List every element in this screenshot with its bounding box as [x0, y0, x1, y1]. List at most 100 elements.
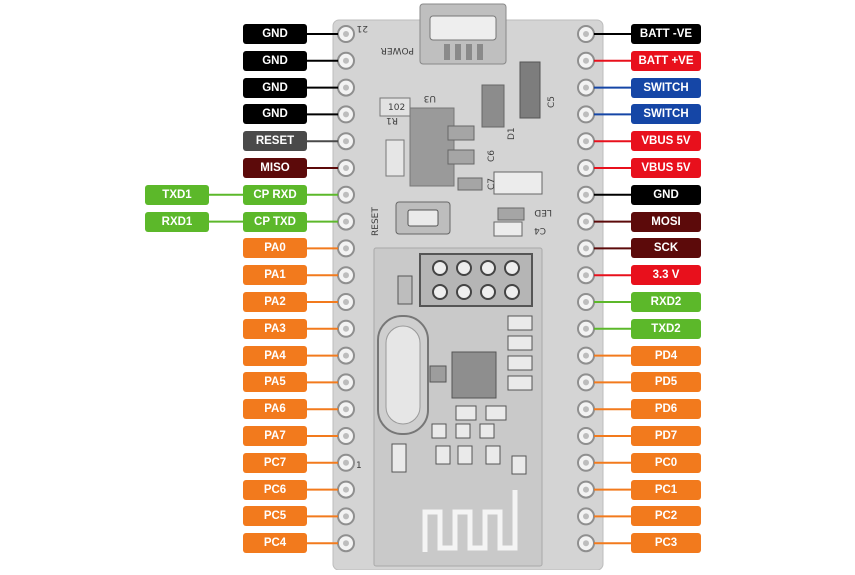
- left-pin-label: RESET: [243, 131, 307, 152]
- right-pin-label: PD6: [631, 399, 701, 420]
- diode-d1: [481, 84, 505, 128]
- pin-hole-center: [343, 352, 349, 359]
- pin-hole-center: [343, 245, 349, 252]
- left-pin-label: GND: [243, 24, 307, 44]
- pin-hole-center: [343, 138, 349, 145]
- left-pin-label: GND: [243, 77, 307, 98]
- pin-hole-center: [343, 218, 349, 225]
- right-pin-label: SWITCH: [631, 77, 701, 98]
- silk-u3: U3: [424, 93, 436, 103]
- silk-pin1: 1: [356, 461, 362, 471]
- pin-hole-center: [583, 31, 589, 37]
- header-pin: [432, 284, 448, 300]
- right-pin-label: PC2: [631, 506, 701, 527]
- silk-c4: C4: [534, 225, 546, 235]
- pin-hole-center: [343, 299, 349, 305]
- pin-hole-center: [343, 84, 349, 91]
- silk-c7: C7: [487, 178, 497, 190]
- pin-hole-center: [583, 218, 589, 225]
- pin-hole-center: [583, 486, 589, 493]
- left-pin-label: PA2: [243, 292, 307, 312]
- silk-led: LED: [534, 207, 552, 217]
- silk-reset: RESET: [371, 207, 381, 236]
- pin-hole-center: [343, 513, 349, 520]
- left-pin-label: PC7: [243, 452, 307, 473]
- header-pin: [504, 260, 520, 276]
- pin-hole-center: [583, 352, 589, 359]
- pin-hole-center: [343, 165, 349, 171]
- header-pin: [504, 284, 520, 300]
- pin-hole-center: [583, 379, 589, 386]
- pin-hole-center: [583, 84, 589, 91]
- right-pin-label: PD5: [631, 372, 701, 393]
- pin-hole-center: [343, 486, 349, 493]
- pin-hole-center: [343, 433, 349, 439]
- right-pin-label: SCK: [631, 238, 701, 259]
- pin-hole-center: [343, 191, 349, 198]
- right-pin-label: GND: [631, 184, 701, 205]
- left-pin-label: MISO: [243, 158, 307, 178]
- right-pin-label: VBUS 5V: [631, 158, 701, 178]
- left-pin-label: CP TXD: [243, 211, 307, 232]
- left-pin-label: PC5: [243, 506, 307, 527]
- pin-hole-center: [343, 272, 349, 279]
- header-pin: [480, 284, 496, 300]
- leader-lines: [208, 33, 632, 545]
- pin-hole-center: [583, 433, 589, 439]
- header-pins: [432, 260, 520, 300]
- left-pin-label: GND: [243, 104, 307, 125]
- right-pin-label: RXD2: [631, 292, 701, 312]
- left-pin-label: PA4: [243, 345, 307, 366]
- pin-hole-center: [583, 406, 589, 413]
- right-pin-label: MOSI: [631, 211, 701, 232]
- left-pin-label: PC6: [243, 479, 307, 500]
- pin-hole-center: [343, 111, 349, 118]
- silk-d1: D1: [507, 127, 517, 140]
- pin-hole-center: [343, 406, 349, 413]
- pin-hole-center: [583, 540, 589, 547]
- pin-hole-center: [343, 379, 349, 386]
- regulator-chip: [409, 107, 455, 187]
- power-led: [519, 61, 541, 119]
- left-pin-label: PC4: [243, 533, 307, 554]
- left-pin-alt-label: RXD1: [145, 211, 209, 232]
- header-pin: [480, 260, 496, 276]
- pin-hole-center: [583, 272, 589, 279]
- pin-hole-center: [343, 31, 349, 37]
- left-pin-alt-label: TXD1: [145, 184, 209, 205]
- right-pin-label: PC3: [631, 533, 701, 554]
- left-pin-label: CP RXD: [243, 184, 307, 205]
- header-pin: [456, 284, 472, 300]
- left-pin-label: PA0: [243, 238, 307, 259]
- right-pin-label: PD4: [631, 345, 701, 366]
- pin-hole-center: [583, 299, 589, 305]
- silk-c5: C5: [547, 96, 557, 108]
- left-pin-label: GND: [243, 50, 307, 71]
- left-pin-label: PA1: [243, 265, 307, 286]
- right-pin-label: PD7: [631, 426, 701, 446]
- pin-hole-center: [583, 513, 589, 520]
- right-pin-label: BATT +VE: [631, 50, 701, 71]
- pin-hole-center: [343, 57, 349, 64]
- pin-hole-center: [583, 191, 589, 198]
- silk-r102: 102: [388, 103, 405, 113]
- silk-r1: R1: [386, 115, 398, 125]
- silk-pin21: 21: [357, 23, 368, 33]
- right-pin-label: 3.3 V: [631, 265, 701, 286]
- pin-hole-center: [583, 459, 589, 466]
- silk-c6: C6: [487, 150, 497, 162]
- pin-hole-center: [343, 459, 349, 466]
- left-pin-label: PA5: [243, 372, 307, 393]
- left-pin-label: PA6: [243, 399, 307, 420]
- left-pin-label: PA3: [243, 318, 307, 339]
- right-pin-label: VBUS 5V: [631, 131, 701, 152]
- pin-hole-center: [583, 165, 589, 171]
- pin-hole-center: [583, 325, 589, 332]
- right-pin-label: TXD2: [631, 318, 701, 339]
- right-pin-label: PC1: [631, 479, 701, 500]
- pin-hole-center: [343, 540, 349, 547]
- right-pin-label: PC0: [631, 452, 701, 473]
- right-pin-label: SWITCH: [631, 104, 701, 125]
